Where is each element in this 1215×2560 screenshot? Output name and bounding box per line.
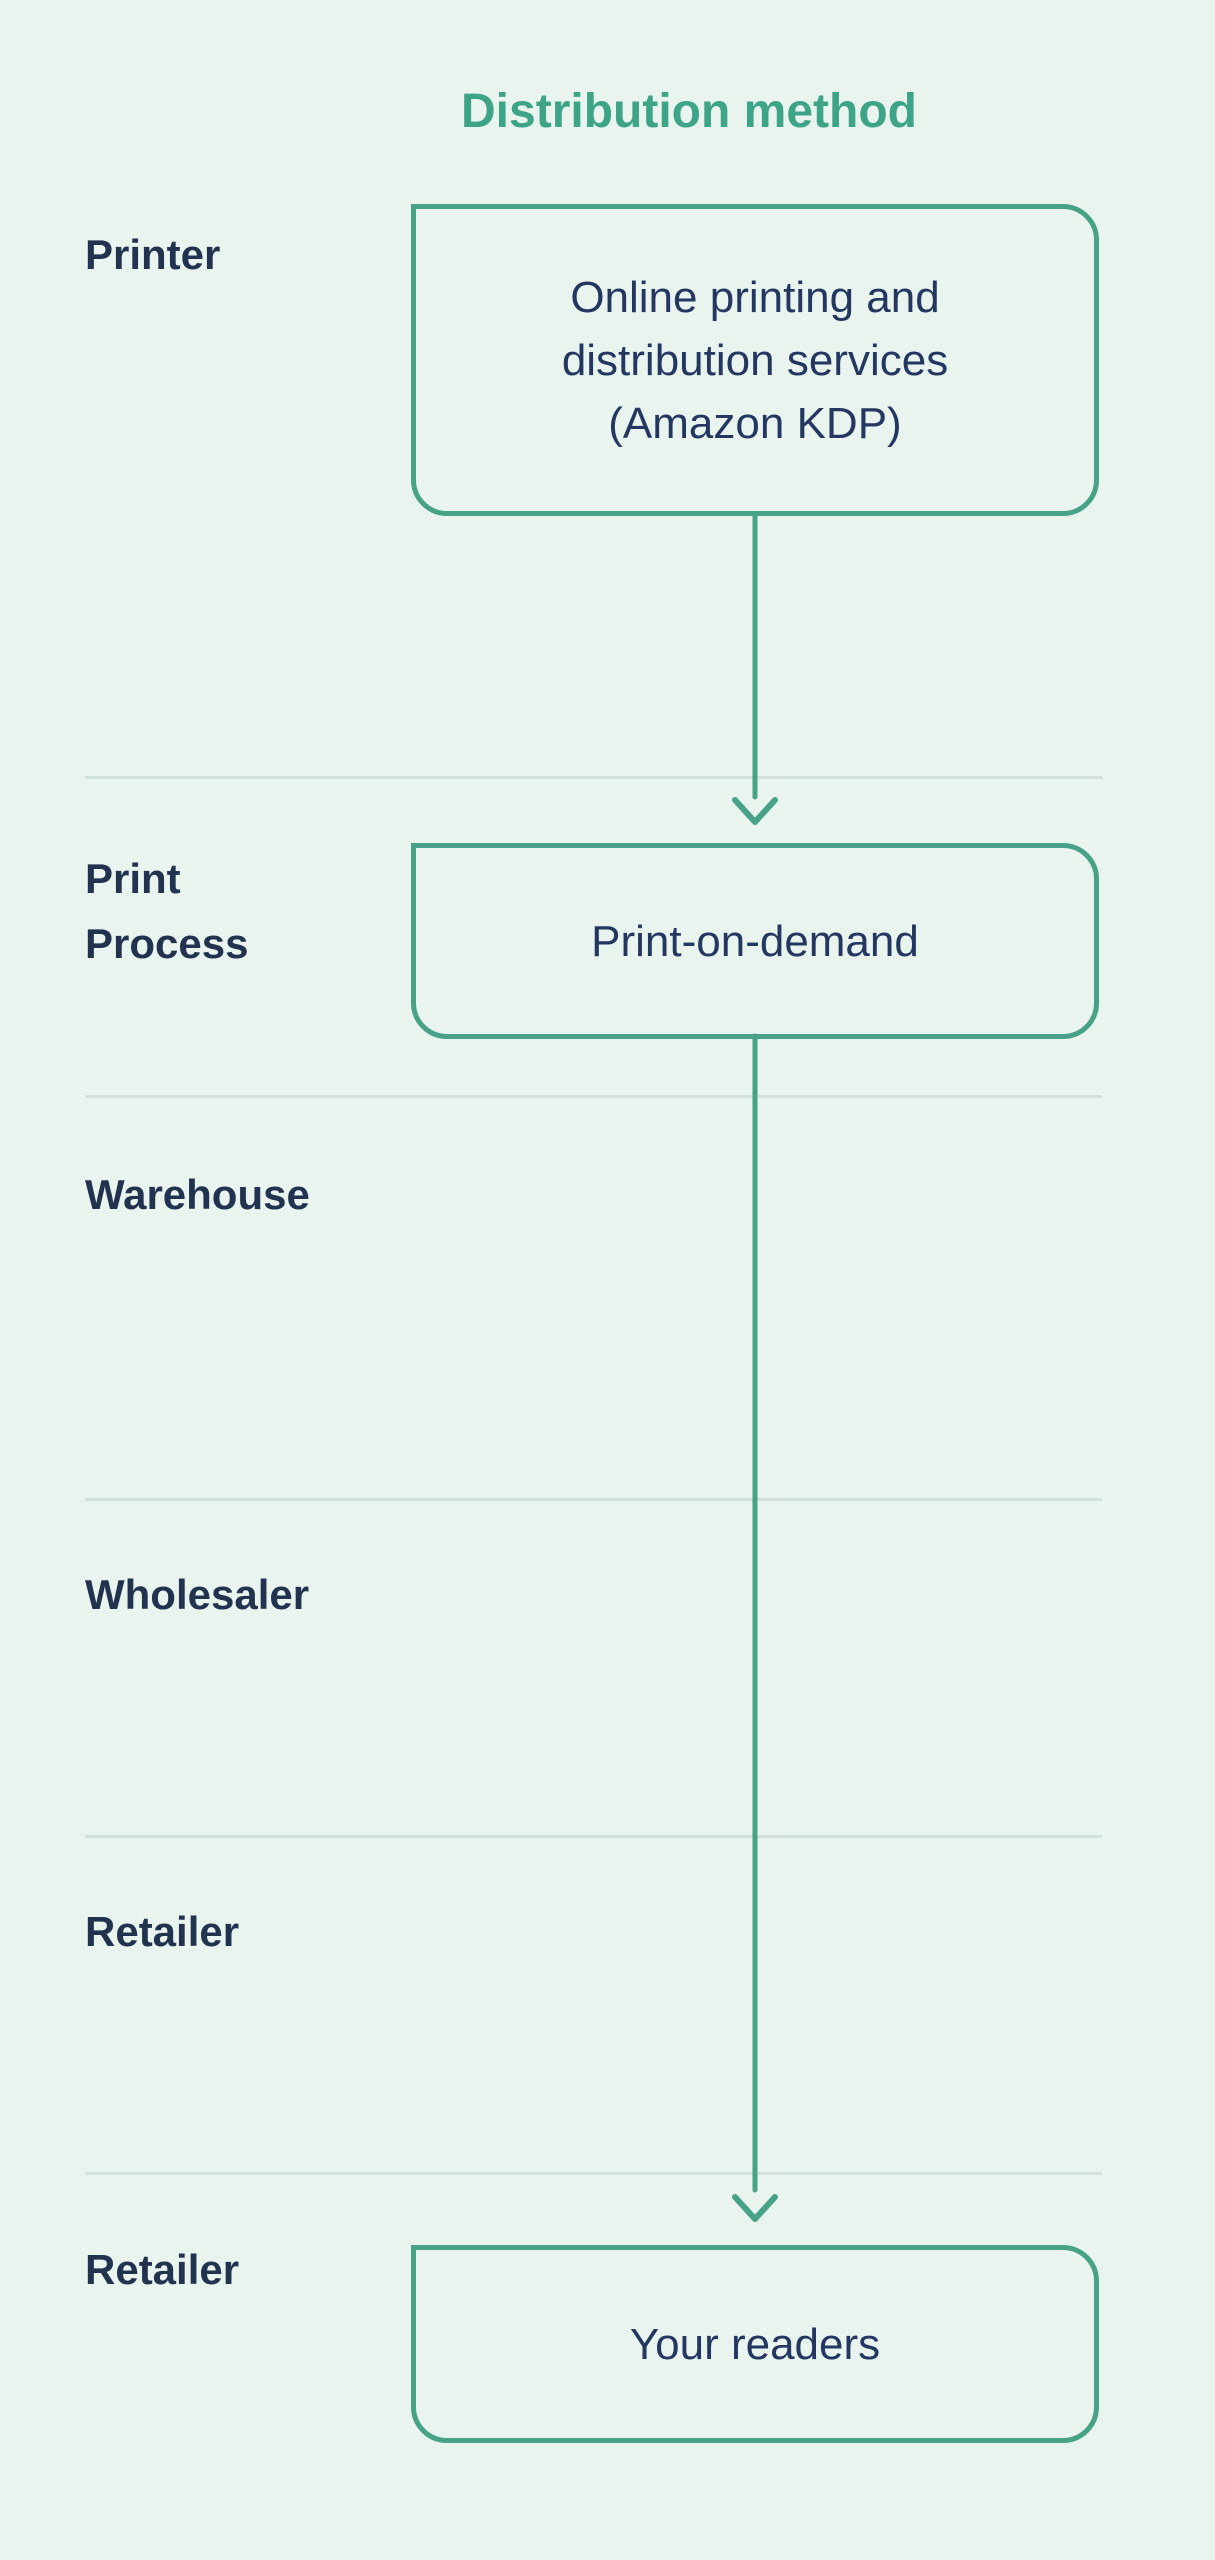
node-text-line: (Amazon KDP): [608, 398, 902, 448]
node-text-line: Your readers: [629, 2319, 881, 2369]
node-print-on-demand: Print-on-demand: [411, 843, 1099, 1039]
stage-label-retailer-2: Retailer: [85, 2241, 239, 2299]
stage-label-text: Retailer: [85, 1908, 240, 1955]
stage-label-text: Printer: [85, 231, 221, 278]
stage-label-printer: Printer: [85, 226, 220, 284]
stage-label-warehouse: Warehouse: [85, 1166, 310, 1224]
stage-label-retailer-1: Retailer: [85, 1903, 239, 1961]
stage-label-text: Print: [85, 855, 181, 902]
row-separator: [85, 776, 1102, 779]
stage-label-wholesaler: Wholesaler: [85, 1566, 309, 1624]
stage-label-print-process: Print Process: [85, 846, 248, 976]
node-your-readers: Your readers: [411, 2245, 1099, 2443]
stage-label-text: Wholesaler: [85, 1571, 310, 1618]
node-online-printing-service: Online printing and distribution service…: [411, 204, 1099, 516]
stage-label-text: Retailer: [85, 2246, 240, 2293]
node-text-line: Online printing and: [570, 272, 940, 322]
row-separator: [85, 1835, 1102, 1838]
stage-label-text: Warehouse: [85, 1171, 310, 1218]
node-text-line: Print-on-demand: [591, 916, 919, 966]
stage-label-text: Process: [85, 920, 249, 967]
node-text-line: distribution services: [561, 335, 949, 385]
diagram-title: Distribution method: [461, 85, 917, 138]
row-separator: [85, 2172, 1102, 2175]
arrowhead-icon: [732, 797, 778, 825]
row-separator: [85, 1498, 1102, 1501]
arrowhead-icon: [732, 2194, 778, 2222]
row-separator: [85, 1095, 1102, 1098]
